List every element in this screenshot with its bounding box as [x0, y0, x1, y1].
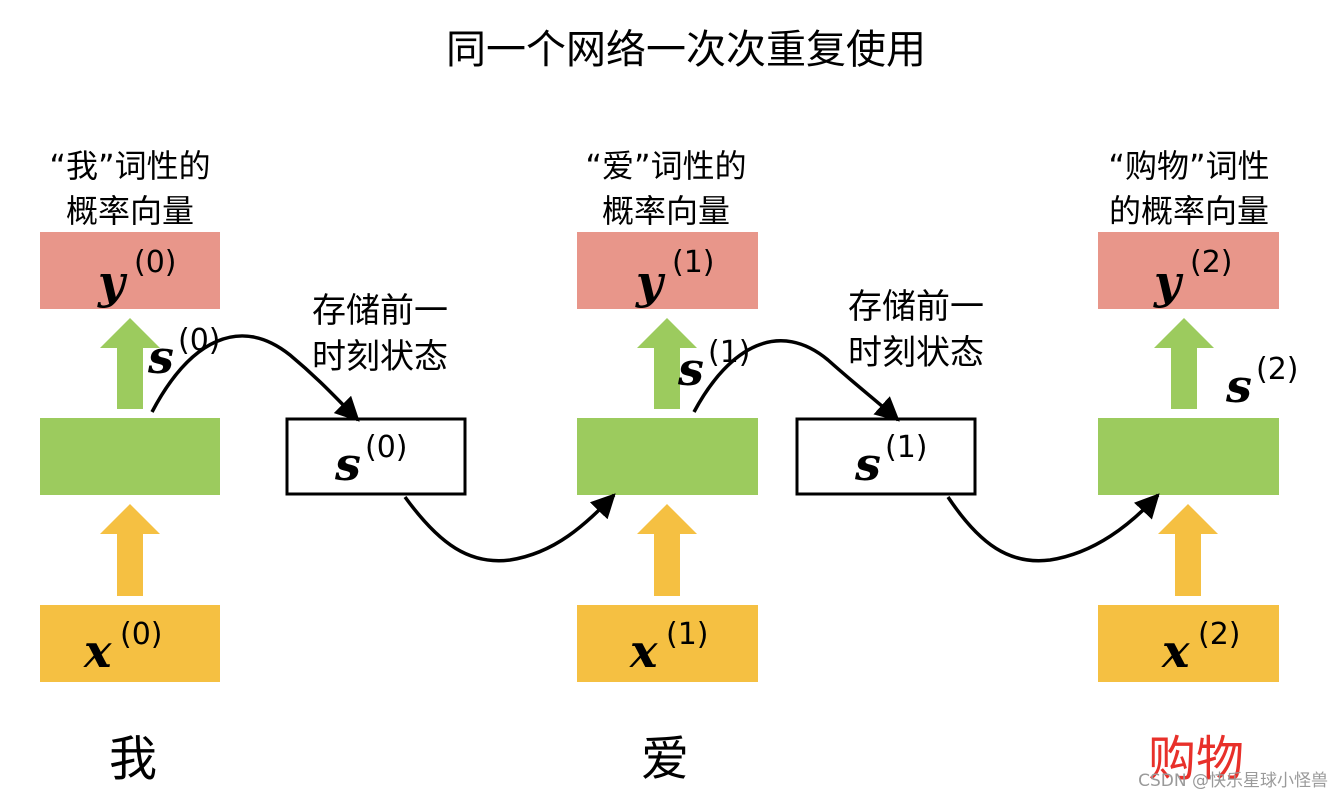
memory-label-line2: 时刻状态 [848, 333, 984, 373]
output-superscript: (1) [672, 245, 715, 280]
input-word: 我 [109, 731, 157, 787]
state-superscript: (2) [1256, 352, 1299, 387]
up-arrow-green [100, 318, 160, 409]
memory-box [285, 417, 467, 496]
memory-0: 存储前一 时刻状态 s (0) [285, 291, 467, 496]
input-symbol: x [83, 624, 112, 678]
input-word: 购物 [1148, 731, 1244, 787]
memory-label-line2: 时刻状态 [312, 337, 448, 377]
hidden-box [577, 418, 758, 495]
memory-box [795, 417, 977, 496]
output-box [1098, 232, 1279, 309]
hidden-box [1098, 418, 1279, 495]
hidden-box [40, 418, 220, 495]
up-arrow-green [637, 318, 697, 409]
input-superscript: (0) [120, 617, 163, 652]
timestep-2: “购物”词性 的概率向量 y (2) s (2) x (2) 购物 [1098, 147, 1299, 787]
output-label-line2: 的概率向量 [1109, 192, 1269, 230]
up-arrow-green [1154, 318, 1214, 409]
up-arrow-orange [1158, 504, 1218, 596]
memory-state-superscript: (0) [365, 430, 408, 465]
input-symbol: x [629, 624, 658, 678]
output-symbol: y [1153, 255, 1184, 309]
memory-state-superscript: (1) [885, 430, 928, 465]
memory-1: 存储前一 时刻状态 s (1) [795, 287, 984, 496]
up-arrow-orange [637, 504, 697, 596]
input-box [40, 605, 220, 682]
output-label-line1: “爱”词性的 [585, 147, 746, 185]
state-to-memory-arrow-1 [692, 339, 900, 422]
state-symbol: s [1225, 359, 1252, 413]
timestep-0: “我”词性的 概率向量 y (0) s (0) x (0) 我 [40, 147, 221, 787]
output-label-line2: 概率向量 [66, 192, 194, 230]
up-arrow-orange [100, 504, 160, 596]
output-box [577, 232, 758, 309]
output-label-line1: “购物”词性 [1108, 147, 1269, 185]
input-superscript: (1) [666, 617, 709, 652]
input-word: 爱 [641, 731, 689, 787]
output-superscript: (0) [134, 245, 177, 280]
input-box [577, 605, 758, 682]
output-box [40, 232, 220, 309]
input-symbol: x [1161, 624, 1190, 678]
state-to-memory-arrow-0 [150, 334, 360, 422]
input-box [1098, 605, 1279, 682]
diagram-title: 同一个网络一次次重复使用 [446, 27, 926, 73]
timestep-1: “爱”词性的 概率向量 y (1) s (1) x (1) 爱 [577, 147, 758, 787]
input-superscript: (2) [1198, 617, 1241, 652]
state-symbol: s [677, 342, 704, 396]
output-symbol: y [635, 255, 666, 309]
memory-label-line1: 存储前一 [312, 291, 448, 331]
memory-state-symbol: s [334, 437, 361, 491]
memory-state-symbol: s [854, 437, 881, 491]
watermark: CSDN @快乐星球小怪兽 [1138, 771, 1328, 791]
output-label-line1: “我”词性的 [49, 147, 210, 185]
output-superscript: (2) [1190, 245, 1233, 280]
output-label-line2: 概率向量 [602, 192, 730, 230]
memory-to-hidden-arrow-1 [946, 493, 1160, 563]
memory-label-line1: 存储前一 [848, 287, 984, 327]
memory-to-hidden-arrow-0 [403, 493, 616, 563]
state-symbol: s [147, 330, 174, 384]
output-symbol: y [97, 255, 128, 309]
